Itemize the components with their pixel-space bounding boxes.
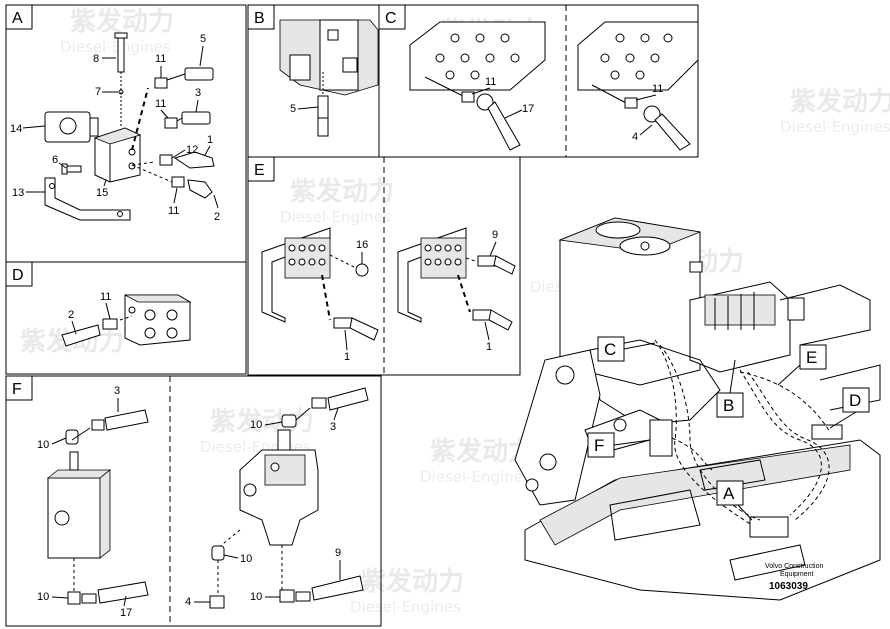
- callout-c: C: [604, 340, 616, 359]
- callout-b: B: [723, 396, 734, 415]
- svg-text:10: 10: [240, 553, 252, 565]
- caption-line2: Equipment: [780, 571, 814, 578]
- svg-text:9: 9: [335, 547, 341, 559]
- svg-text:10: 10: [37, 439, 49, 451]
- doc-number: 1063039: [769, 581, 808, 592]
- svg-text:1: 1: [486, 341, 492, 353]
- svg-text:13: 13: [12, 187, 24, 199]
- machine-overview: C E B D F A: [514, 217, 881, 601]
- section-d-title: D: [12, 267, 24, 284]
- callout-f: F: [594, 436, 604, 455]
- svg-text:11: 11: [155, 98, 166, 110]
- svg-text:11: 11: [168, 205, 179, 217]
- callout-d: D: [849, 391, 861, 410]
- svg-text:17: 17: [522, 103, 534, 115]
- section-e: E 16 1 9 1: [247, 156, 521, 376]
- svg-text:紫发动力: 紫发动力: [70, 6, 174, 37]
- section-a-title: A: [12, 10, 23, 27]
- svg-text:8: 8: [93, 53, 99, 65]
- section-c-title: C: [385, 10, 397, 27]
- svg-text:3: 3: [330, 421, 336, 433]
- section-d: D 11 2: [5, 261, 247, 375]
- svg-text:10: 10: [250, 419, 262, 431]
- svg-text:6: 6: [52, 154, 58, 166]
- section-c: C 11 17 11 4: [378, 4, 699, 158]
- svg-text:5: 5: [200, 33, 206, 45]
- section-f-title: F: [12, 381, 22, 398]
- svg-text:11: 11: [652, 83, 663, 95]
- svg-text:Diesel-Engines: Diesel-Engines: [780, 118, 890, 136]
- svg-text:Diesel-Engines: Diesel-Engines: [60, 38, 171, 56]
- svg-text:14: 14: [10, 123, 22, 135]
- svg-text:紫发动力: 紫发动力: [290, 176, 394, 207]
- svg-text:4: 4: [185, 596, 191, 608]
- svg-text:10: 10: [250, 591, 262, 603]
- callout-e: E: [806, 348, 817, 367]
- svg-text:2: 2: [68, 309, 74, 321]
- svg-text:15: 15: [96, 187, 108, 199]
- svg-text:11: 11: [155, 53, 166, 65]
- svg-text:16: 16: [356, 239, 368, 251]
- svg-text:紫发动力: 紫发动力: [210, 406, 314, 437]
- caption-line1: Volvo Construction: [765, 563, 823, 570]
- svg-text:17: 17: [120, 607, 132, 619]
- svg-text:12: 12: [186, 144, 198, 156]
- svg-text:3: 3: [114, 385, 120, 397]
- svg-text:9: 9: [492, 229, 498, 241]
- caption: Volvo Construction Equipment 1063039: [765, 563, 823, 592]
- section-b-title: B: [254, 10, 265, 27]
- svg-text:11: 11: [100, 291, 111, 303]
- svg-text:7: 7: [95, 86, 101, 98]
- section-b: B 5: [247, 4, 380, 158]
- svg-text:Diesel-Engines: Diesel-Engines: [420, 468, 531, 486]
- svg-text:10: 10: [37, 591, 49, 603]
- svg-text:Diesel-Engines: Diesel-Engines: [280, 208, 391, 226]
- svg-text:紫发动力: 紫发动力: [790, 86, 890, 117]
- section-e-title: E: [254, 162, 265, 179]
- svg-text:1: 1: [344, 351, 350, 363]
- svg-text:Diesel-Engines: Diesel-Engines: [350, 598, 461, 616]
- svg-text:1: 1: [207, 134, 213, 146]
- callout-a: A: [723, 484, 735, 503]
- svg-text:紫发动力: 紫发动力: [360, 566, 464, 597]
- svg-text:4: 4: [632, 131, 638, 143]
- section-a: A 8: [5, 4, 247, 263]
- svg-text:11: 11: [485, 76, 496, 88]
- svg-text:3: 3: [195, 87, 201, 99]
- section-f: F 3 10 10: [5, 375, 382, 627]
- svg-text:5: 5: [290, 103, 296, 115]
- svg-text:2: 2: [214, 211, 220, 223]
